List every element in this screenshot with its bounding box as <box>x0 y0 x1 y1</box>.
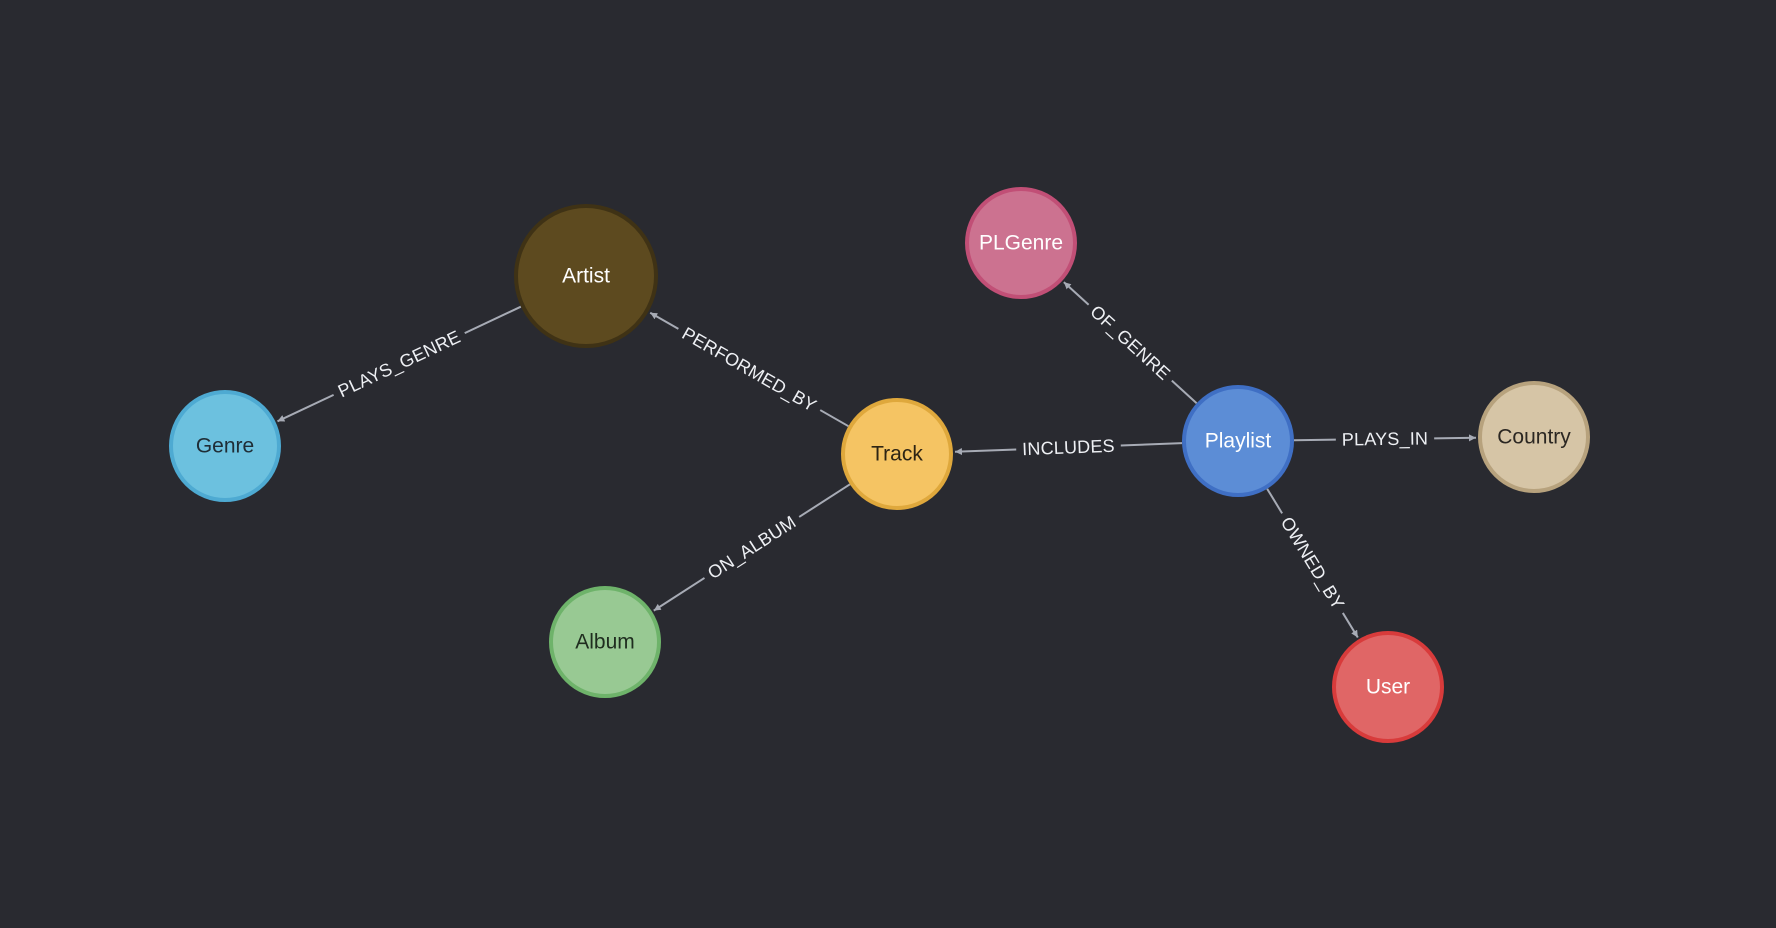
node-plgenre-label: PLGenre <box>979 232 1063 255</box>
edge-plays-in-line-end <box>1434 434 1477 442</box>
node-track-circle <box>841 398 953 510</box>
edge-plays-in[interactable]: PLAYS_IN <box>1293 428 1477 451</box>
node-user[interactable]: User <box>1332 631 1444 743</box>
edge-performed-by-line-end <box>649 311 679 330</box>
node-playlist-label: Playlist <box>1205 430 1272 453</box>
node-plgenre-circle <box>965 187 1077 299</box>
edge-owned-by-line-start <box>1266 488 1283 514</box>
node-genre[interactable]: Genre <box>169 390 281 502</box>
edge-on-album-line-end <box>653 577 706 612</box>
edge-on-album-label: ON_ALBUM <box>704 512 800 584</box>
node-country[interactable]: Country <box>1478 381 1590 493</box>
node-playlist-circle <box>1182 385 1294 497</box>
node-album[interactable]: Album <box>549 586 661 698</box>
edge-plays-genre-line-end <box>277 393 335 423</box>
edge-performed-by[interactable]: PERFORMED_BY <box>649 311 849 428</box>
edge-owned-by-line-end <box>1341 612 1359 639</box>
edge-plays-genre-line-start <box>464 305 522 335</box>
node-genre-circle <box>169 390 281 502</box>
node-plgenre[interactable]: PLGenre <box>965 187 1077 299</box>
edge-performed-by-line-start <box>819 409 849 428</box>
edge-plays-in-line-start <box>1293 438 1336 442</box>
node-artist[interactable]: Artist <box>514 204 658 348</box>
edge-owned-by[interactable]: OWNED_BY <box>1266 488 1359 639</box>
edge-of-genre-line-end <box>1063 281 1090 306</box>
node-country-label: Country <box>1497 426 1571 449</box>
edge-plays-in-label: PLAYS_IN <box>1342 428 1429 450</box>
edge-of-genre[interactable]: OF_GENRE <box>1063 281 1198 404</box>
node-track-label: Track <box>871 443 923 466</box>
edge-owned-by-label: OWNED_BY <box>1276 513 1348 613</box>
node-artist-circle <box>514 204 658 348</box>
edge-plays-genre[interactable]: PLAYS_GENRE <box>277 305 522 423</box>
edge-on-album[interactable]: ON_ALBUM <box>653 483 851 612</box>
node-user-circle <box>1332 631 1444 743</box>
node-album-circle <box>549 586 661 698</box>
edge-includes[interactable]: INCLUDES <box>954 436 1183 460</box>
node-genre-label: Genre <box>196 435 254 458</box>
edge-includes-line-start <box>1120 442 1183 447</box>
edge-includes-line-end <box>954 448 1017 456</box>
node-playlist[interactable]: Playlist <box>1182 385 1294 497</box>
edge-plays-genre-label: PLAYS_GENRE <box>335 327 464 403</box>
edge-on-album-line-start <box>798 483 851 518</box>
node-track[interactable]: Track <box>841 398 953 510</box>
node-artist-label: Artist <box>562 265 610 288</box>
node-user-label: User <box>1366 676 1410 699</box>
node-country-circle <box>1478 381 1590 493</box>
edge-of-genre-line-start <box>1171 379 1198 404</box>
edge-includes-label: INCLUDES <box>1022 436 1115 460</box>
edge-of-genre-label: OF_GENRE <box>1086 301 1174 384</box>
edge-performed-by-label: PERFORMED_BY <box>678 323 820 416</box>
node-album-label: Album <box>575 631 635 654</box>
